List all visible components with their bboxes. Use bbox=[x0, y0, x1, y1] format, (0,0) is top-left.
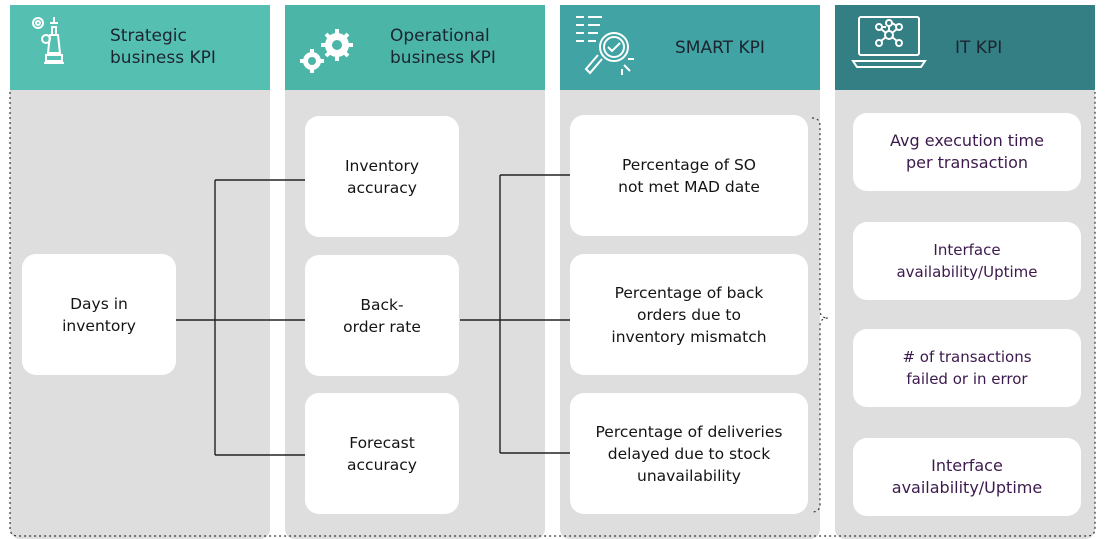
kpi-avg-execution-time: Avg execution time per transaction bbox=[853, 113, 1081, 191]
header-strategic: Strategic business KPI bbox=[10, 5, 270, 90]
header-smart: SMART KPI bbox=[560, 5, 820, 90]
kpi-so-not-met-mad: Percentage of SO not met MAD date bbox=[570, 115, 808, 236]
kpi-deliveries-delayed: Percentage of deliveries delayed due to … bbox=[570, 393, 808, 514]
kpi-transactions-failed: # of transactions failed or in error bbox=[853, 329, 1081, 407]
header-operational-label: Operational business KPI bbox=[390, 26, 496, 68]
gears-icon bbox=[300, 29, 353, 73]
header-it-label: IT KPI bbox=[955, 38, 1003, 58]
kpi-back-orders-mismatch: Percentage of back orders due to invento… bbox=[570, 254, 808, 375]
header-it: IT KPI bbox=[835, 5, 1095, 90]
chess-gear-icon bbox=[32, 17, 64, 64]
kpi-interface-uptime-1: Interface availability/Uptime bbox=[853, 222, 1081, 300]
kpi-days-in-inventory: Days in inventory bbox=[22, 254, 176, 375]
header-strategic-label: Strategic business KPI bbox=[110, 26, 216, 68]
kpi-interface-uptime-2: Interface availability/Uptime bbox=[853, 438, 1081, 516]
header-operational: Operational business KPI bbox=[285, 5, 545, 90]
kpi-forecast-accuracy: Forecast accuracy bbox=[305, 393, 459, 514]
dotted-bracket bbox=[811, 117, 829, 513]
kpi-inventory-accuracy: Inventory accuracy bbox=[305, 116, 459, 237]
header-smart-label: SMART KPI bbox=[675, 38, 765, 58]
laptop-network-icon bbox=[851, 16, 927, 68]
connectors-strategic-operational bbox=[162, 180, 318, 455]
checklist-target-icon bbox=[576, 16, 634, 75]
kpi-back-order-rate: Back- order rate bbox=[305, 255, 459, 376]
